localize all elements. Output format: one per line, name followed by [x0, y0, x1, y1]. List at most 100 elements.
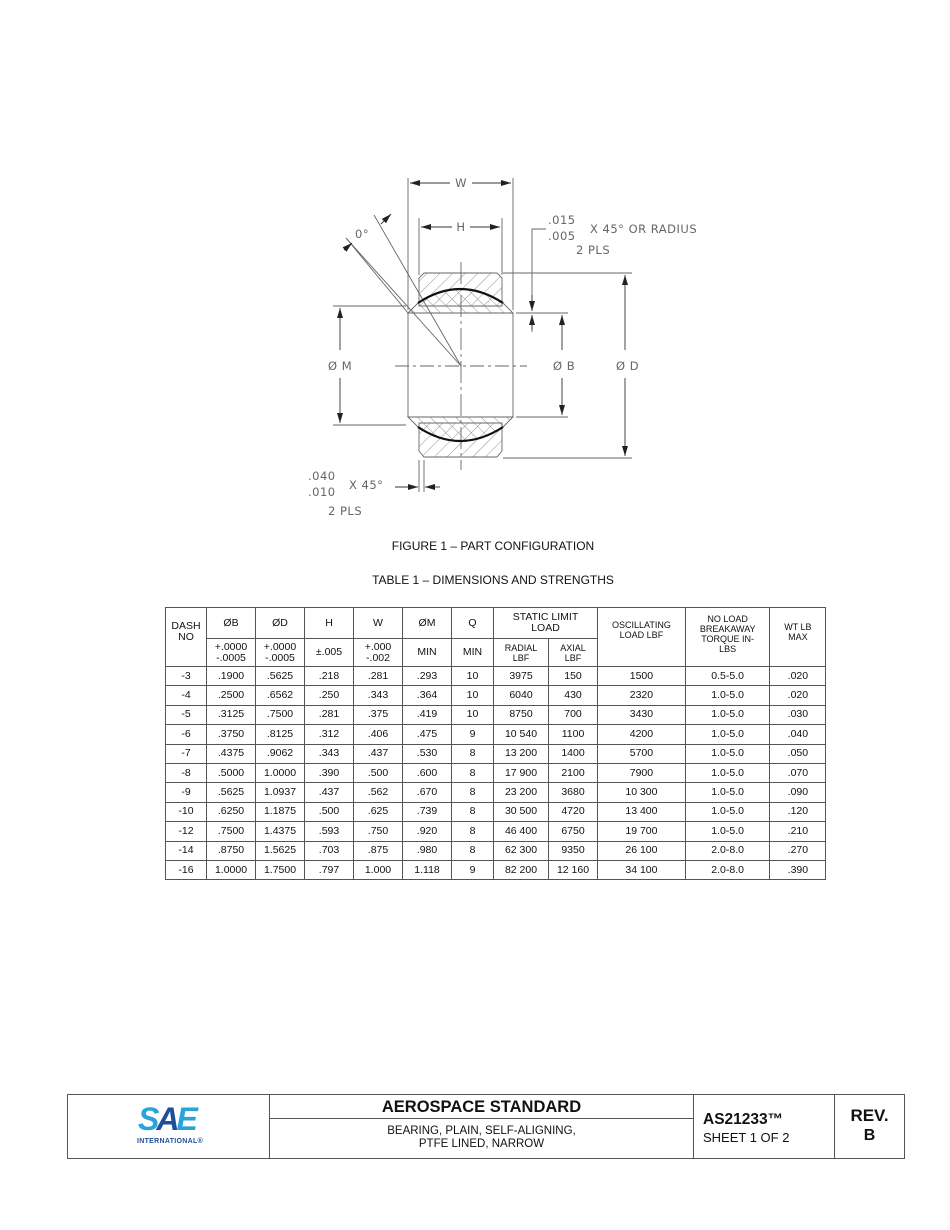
cell-weight: .390: [769, 859, 827, 881]
figure-caption: FIGURE 1 – PART CONFIGURATION: [391, 539, 595, 553]
label-dia-b: Ø B: [553, 359, 575, 373]
cell-q: 8: [451, 762, 494, 784]
cell-radial-load: 46 400: [493, 821, 549, 842]
cell-breakaway-torque: 1.0-5.0: [684, 801, 771, 823]
header-q: Q: [451, 607, 494, 639]
cell-dia-d: .9062: [255, 743, 305, 764]
cell-w: .500: [353, 762, 403, 784]
header-static-limit-load: STATIC LIMIT LOAD: [493, 607, 598, 639]
cell-breakaway-torque: 1.0-5.0: [684, 762, 771, 784]
cell-dia-d: 1.0937: [255, 782, 305, 803]
cell-q: 9: [451, 724, 494, 745]
title-block: SAE INTERNATIONAL® AEROSPACE STANDARD BE…: [67, 1094, 905, 1159]
label-chamfer-top-suffix: X 45° OR RADIUS: [590, 222, 697, 236]
doc-title: BEARING, PLAIN, SELF-ALIGNING, PTFE LINE…: [270, 1125, 693, 1151]
cell-dia-b: .3125: [206, 704, 256, 726]
cell-w: .406: [353, 724, 403, 745]
cell-dia-d: .8125: [255, 724, 305, 745]
header-weight: WT LB MAX: [769, 607, 827, 667]
doc-number: AS21233™: [703, 1111, 784, 1128]
cell-weight: .270: [769, 840, 827, 861]
cell-weight: .210: [769, 821, 827, 842]
cell-weight: .090: [769, 782, 827, 803]
subheader-axial: AXIAL LBF: [548, 638, 598, 667]
cell-dia-d: .6562: [255, 685, 305, 706]
cell-w: .875: [353, 840, 403, 861]
label-h: H: [456, 220, 465, 234]
cell-q: 8: [451, 743, 494, 764]
cell-axial-load: 2100: [548, 762, 598, 784]
cell-oscillating-load: 34 100: [597, 859, 686, 881]
cell-h: .593: [304, 821, 354, 842]
cell-w: .437: [353, 743, 403, 764]
subheader-d-tol: +.0000 -.0005: [255, 638, 305, 667]
revision-cell: REV. B: [835, 1095, 904, 1158]
label-angle: 0°: [355, 227, 369, 241]
cell-oscillating-load: 3430: [597, 704, 686, 726]
cell-oscillating-load: 1500: [597, 665, 686, 687]
cell-oscillating-load: 5700: [597, 743, 686, 764]
cell-dash-no: -7: [165, 743, 207, 764]
cell-w: .562: [353, 782, 403, 803]
table-caption: TABLE 1 – DIMENSIONS AND STRENGTHS: [372, 573, 614, 587]
cell-dash-no: -4: [165, 685, 207, 706]
cell-radial-load: 17 900: [493, 762, 549, 784]
cell-axial-load: 700: [548, 704, 598, 726]
cell-axial-load: 1100: [548, 724, 598, 745]
cell-h: .500: [304, 801, 354, 823]
sae-logo-subtitle: INTERNATIONAL®: [137, 1138, 204, 1145]
cell-dash-no: -9: [165, 782, 207, 803]
cell-oscillating-load: 4200: [597, 724, 686, 745]
cell-weight: .040: [769, 724, 827, 745]
cell-dia-m: .600: [402, 762, 452, 784]
label-dia-d: Ø D: [616, 359, 639, 373]
cell-dash-no: -10: [165, 801, 207, 823]
cell-q: 8: [451, 840, 494, 861]
cell-axial-load: 6750: [548, 821, 598, 842]
cell-dia-d: 1.4375: [255, 821, 305, 842]
cell-breakaway-torque: 1.0-5.0: [684, 743, 771, 764]
cell-dia-d: .5625: [255, 665, 305, 687]
cell-h: .390: [304, 762, 354, 784]
rev-label: REV.: [850, 1106, 889, 1125]
cell-dia-b: .8750: [206, 840, 256, 861]
cell-axial-load: 430: [548, 685, 598, 706]
cell-breakaway-torque: 0.5-5.0: [684, 665, 771, 687]
label-chamfer-bot-pls: 2 PLS: [328, 504, 362, 518]
cell-breakaway-torque: 2.0-8.0: [684, 859, 771, 881]
cell-dia-d: 1.1875: [255, 801, 305, 823]
label-chamfer-top-upper: .015: [548, 213, 576, 227]
cell-oscillating-load: 26 100: [597, 840, 686, 861]
cell-q: 8: [451, 801, 494, 823]
subheader-m-tol: MIN: [402, 638, 452, 667]
label-w: W: [455, 176, 467, 190]
doc-number-cell: AS21233™ SHEET 1 OF 2: [694, 1095, 835, 1158]
cell-q: 10: [451, 685, 494, 706]
cell-dia-m: .530: [402, 743, 452, 764]
cell-breakaway-torque: 1.0-5.0: [684, 685, 771, 706]
cell-dia-d: .7500: [255, 704, 305, 726]
cell-radial-load: 62 300: [493, 840, 549, 861]
subheader-w-tol: +.000 -.002: [353, 638, 403, 667]
cell-dia-b: .5000: [206, 762, 256, 784]
cell-radial-load: 8750: [493, 704, 549, 726]
cell-h: .281: [304, 704, 354, 726]
subheader-radial: RADIAL LBF: [493, 638, 549, 667]
cell-dia-b: .6250: [206, 801, 256, 823]
subheader-q-tol: MIN: [451, 638, 494, 667]
cell-radial-load: 13 200: [493, 743, 549, 764]
cell-breakaway-torque: 2.0-8.0: [684, 840, 771, 861]
cell-breakaway-torque: 1.0-5.0: [684, 821, 771, 842]
cell-w: .750: [353, 821, 403, 842]
cell-h: .703: [304, 840, 354, 861]
cell-dia-d: 1.5625: [255, 840, 305, 861]
cell-dia-m: .419: [402, 704, 452, 726]
cell-oscillating-load: 2320: [597, 685, 686, 706]
